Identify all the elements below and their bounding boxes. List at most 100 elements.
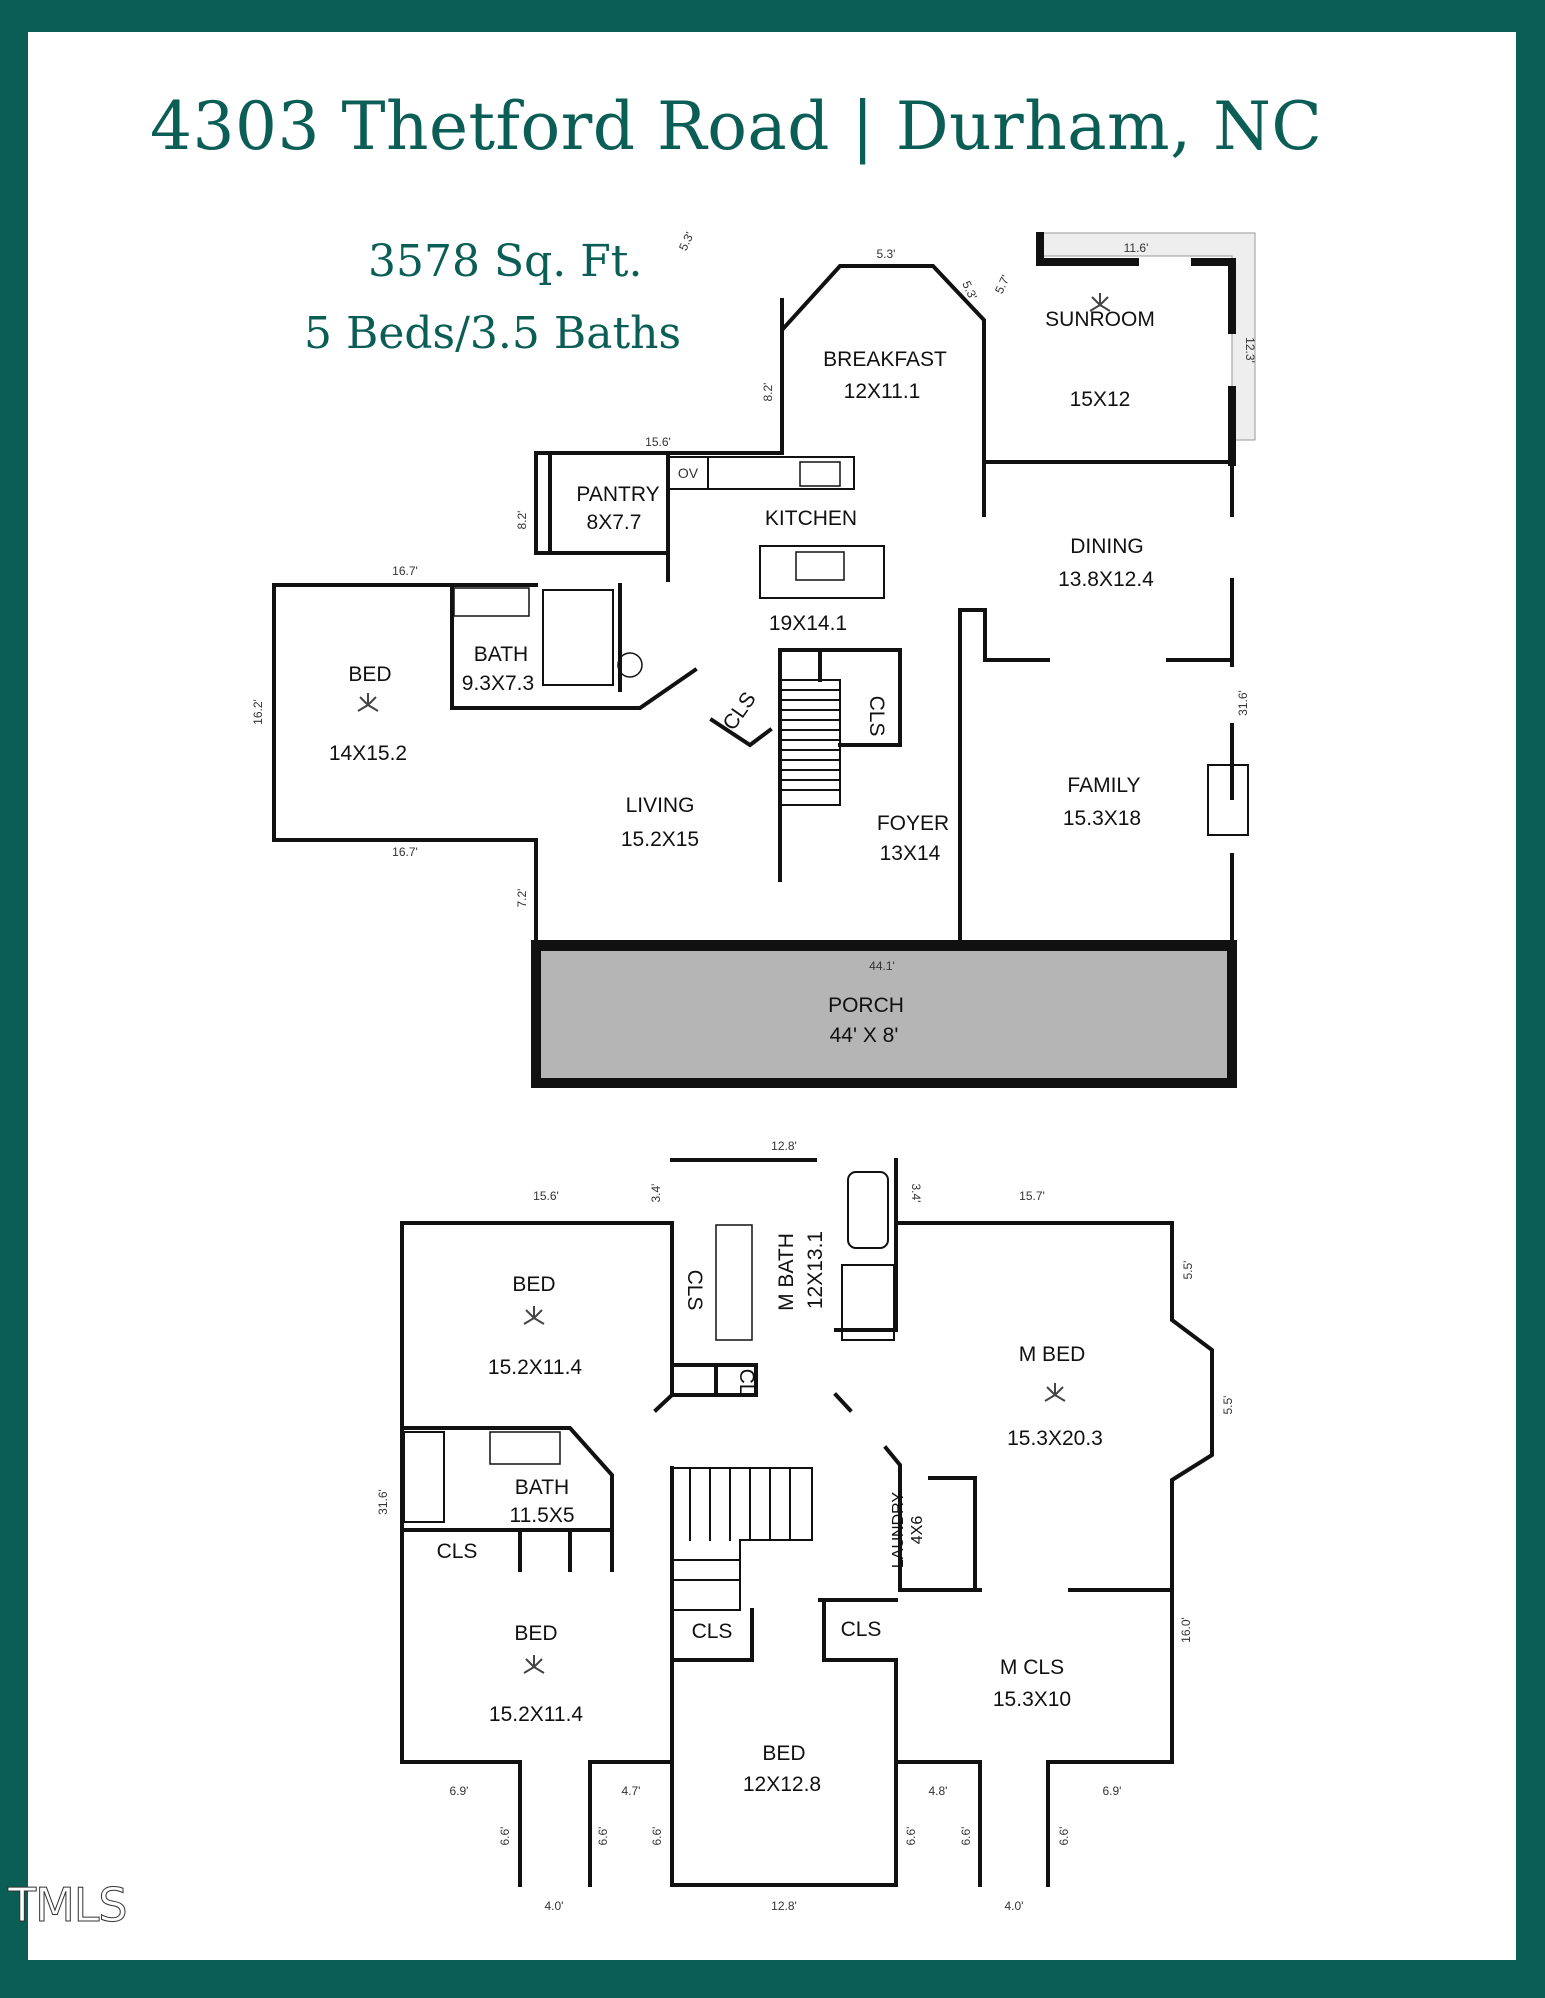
mbath-vanity	[715, 1224, 753, 1341]
room-size-dining: 13.8X12.4	[1058, 568, 1154, 591]
room-name-family: FAMILY	[1067, 774, 1140, 797]
dim-label: 44.1'	[869, 959, 895, 973]
west-bed-exterior	[272, 583, 538, 947]
upper-stairs	[671, 1467, 813, 1611]
dim-label: 12.3'	[1243, 337, 1257, 363]
vanity	[453, 587, 530, 617]
dim-label: 15.6'	[533, 1189, 559, 1203]
upper-bath-walls	[400, 1426, 614, 1572]
fan-icon	[357, 693, 379, 712]
dim-label: 15.7'	[1019, 1189, 1045, 1203]
room-name-foyer: FOYER	[877, 812, 949, 835]
fan-icon	[1044, 1383, 1066, 1402]
dim-label: 6.6'	[596, 1827, 610, 1846]
dim-label: 4.0'	[1005, 1899, 1024, 1913]
room-size-breakfast: 12X11.1	[844, 380, 921, 403]
room-name-bed-nw: BED	[512, 1273, 555, 1296]
dim-label: 15.6'	[645, 435, 671, 449]
dim-label: 31.6'	[1236, 690, 1250, 716]
dim-label: 16.7'	[392, 845, 418, 859]
pantry-wall	[534, 451, 670, 555]
room-name-living: LIVING	[626, 794, 695, 817]
room-name-bath: BATH	[474, 643, 528, 666]
living-closet-wall	[709, 717, 773, 748]
room-name-pantry: PANTRY	[576, 483, 659, 506]
room-name-breakfast: BREAKFAST	[823, 348, 947, 371]
room-name-bath2: BATH	[515, 1476, 569, 1499]
room-name-bed-sw: BED	[514, 1622, 557, 1645]
foyer-stairs	[779, 679, 841, 806]
upper-north-wall	[400, 1221, 1174, 1887]
beds-baths: 5 Beds/3.5 Baths	[304, 308, 682, 359]
dim-label: 31.6'	[376, 1489, 390, 1515]
room-size-bed-nw: 15.2X11.4	[488, 1356, 583, 1379]
square-footage: 3578 Sq. Ft.	[368, 236, 643, 287]
laundry-wall	[883, 1445, 982, 1592]
dim-label: 7.2'	[515, 889, 529, 908]
shower	[542, 589, 614, 686]
mbath-wall	[834, 1158, 898, 1332]
room-name-kitchen: KITCHEN	[765, 507, 857, 530]
foyer-closet-wall	[778, 648, 902, 882]
room-name-laundry: LAUNDRY	[890, 1492, 907, 1569]
toilet	[617, 652, 643, 678]
oven-label: OV	[678, 465, 699, 481]
room-size-kitchen: 19X14.1	[769, 612, 847, 635]
dim-label: 4.0'	[545, 1899, 564, 1913]
dim-label: 16.0'	[1179, 1617, 1193, 1643]
dim-label: 6.6'	[904, 1827, 918, 1846]
kitchen-counter	[707, 456, 855, 490]
dim-label: 16.7'	[392, 564, 418, 578]
porch	[531, 941, 1237, 1088]
closet-label-stairs: CLS	[692, 1620, 733, 1643]
mcls-walls	[818, 1588, 1174, 1764]
room-size-living: 15.2X15	[621, 828, 699, 851]
kitchen-island	[759, 545, 885, 599]
dim-label: 4.8'	[929, 1784, 948, 1798]
dim-label: 5.5'	[1181, 1261, 1195, 1280]
dim-label: 6.6'	[498, 1827, 512, 1846]
room-name-porch: PORCH	[828, 994, 904, 1017]
upper-bath-vanity	[489, 1431, 561, 1465]
fireplace	[1207, 764, 1249, 836]
room-size-mcls: 15.3X10	[993, 1688, 1071, 1711]
room-name-mcls: M CLS	[1000, 1656, 1064, 1679]
dim-label: 12.8'	[771, 1899, 797, 1913]
room-size-pantry: 8X7.7	[587, 511, 642, 534]
closet-label-bath: CLS	[437, 1540, 478, 1563]
dim-label: 6.6'	[650, 1827, 664, 1846]
room-size-porch: 44' X 8'	[830, 1024, 899, 1047]
room-size-mbath: 12X13.1	[804, 1231, 827, 1309]
room-size-bath: 9.3X7.3	[462, 672, 534, 695]
upper-closet-walls	[653, 1221, 853, 1413]
room-size-sunroom: 15X12	[1070, 388, 1131, 411]
fan-icon	[1089, 293, 1111, 312]
room-name-bed: BED	[348, 663, 391, 686]
upper-stairs-wall	[670, 1466, 754, 1764]
dim-label: 3.4'	[909, 1184, 923, 1203]
room-size-mbed: 15.3X20.3	[1007, 1427, 1103, 1450]
dim-label: 6.6'	[959, 1827, 973, 1846]
room-size-bed-sw: 15.2X11.4	[489, 1703, 584, 1726]
dim-label: 6.9'	[450, 1784, 469, 1798]
dim-label: 8.2'	[761, 383, 775, 402]
dim-label: 3.4'	[649, 1184, 663, 1203]
room-size-bath2: 11.5X5	[510, 1504, 575, 1527]
family-west-wall	[958, 608, 1234, 947]
room-size-bed-s: 12X12.8	[743, 1773, 821, 1796]
property-address-title: 4303 Thetford Road | Durham, NC	[150, 88, 1323, 165]
fan-icon	[523, 1306, 545, 1325]
dim-label: 8.2'	[515, 511, 529, 530]
dim-label: 5.3'	[877, 247, 896, 261]
mbath-shower	[841, 1264, 895, 1341]
dim-label: 5.3'	[676, 230, 697, 253]
room-size-foyer: 13X14	[880, 842, 941, 865]
upper-bath-tub	[403, 1431, 445, 1523]
upper-top-wall	[400, 1158, 1214, 1632]
dim-label: 6.9'	[1103, 1784, 1122, 1798]
cooktop	[795, 551, 845, 581]
mbath-tub	[847, 1171, 889, 1249]
ceiling-fans	[357, 293, 1111, 1674]
closet-label-laundry: CLS	[841, 1618, 882, 1641]
